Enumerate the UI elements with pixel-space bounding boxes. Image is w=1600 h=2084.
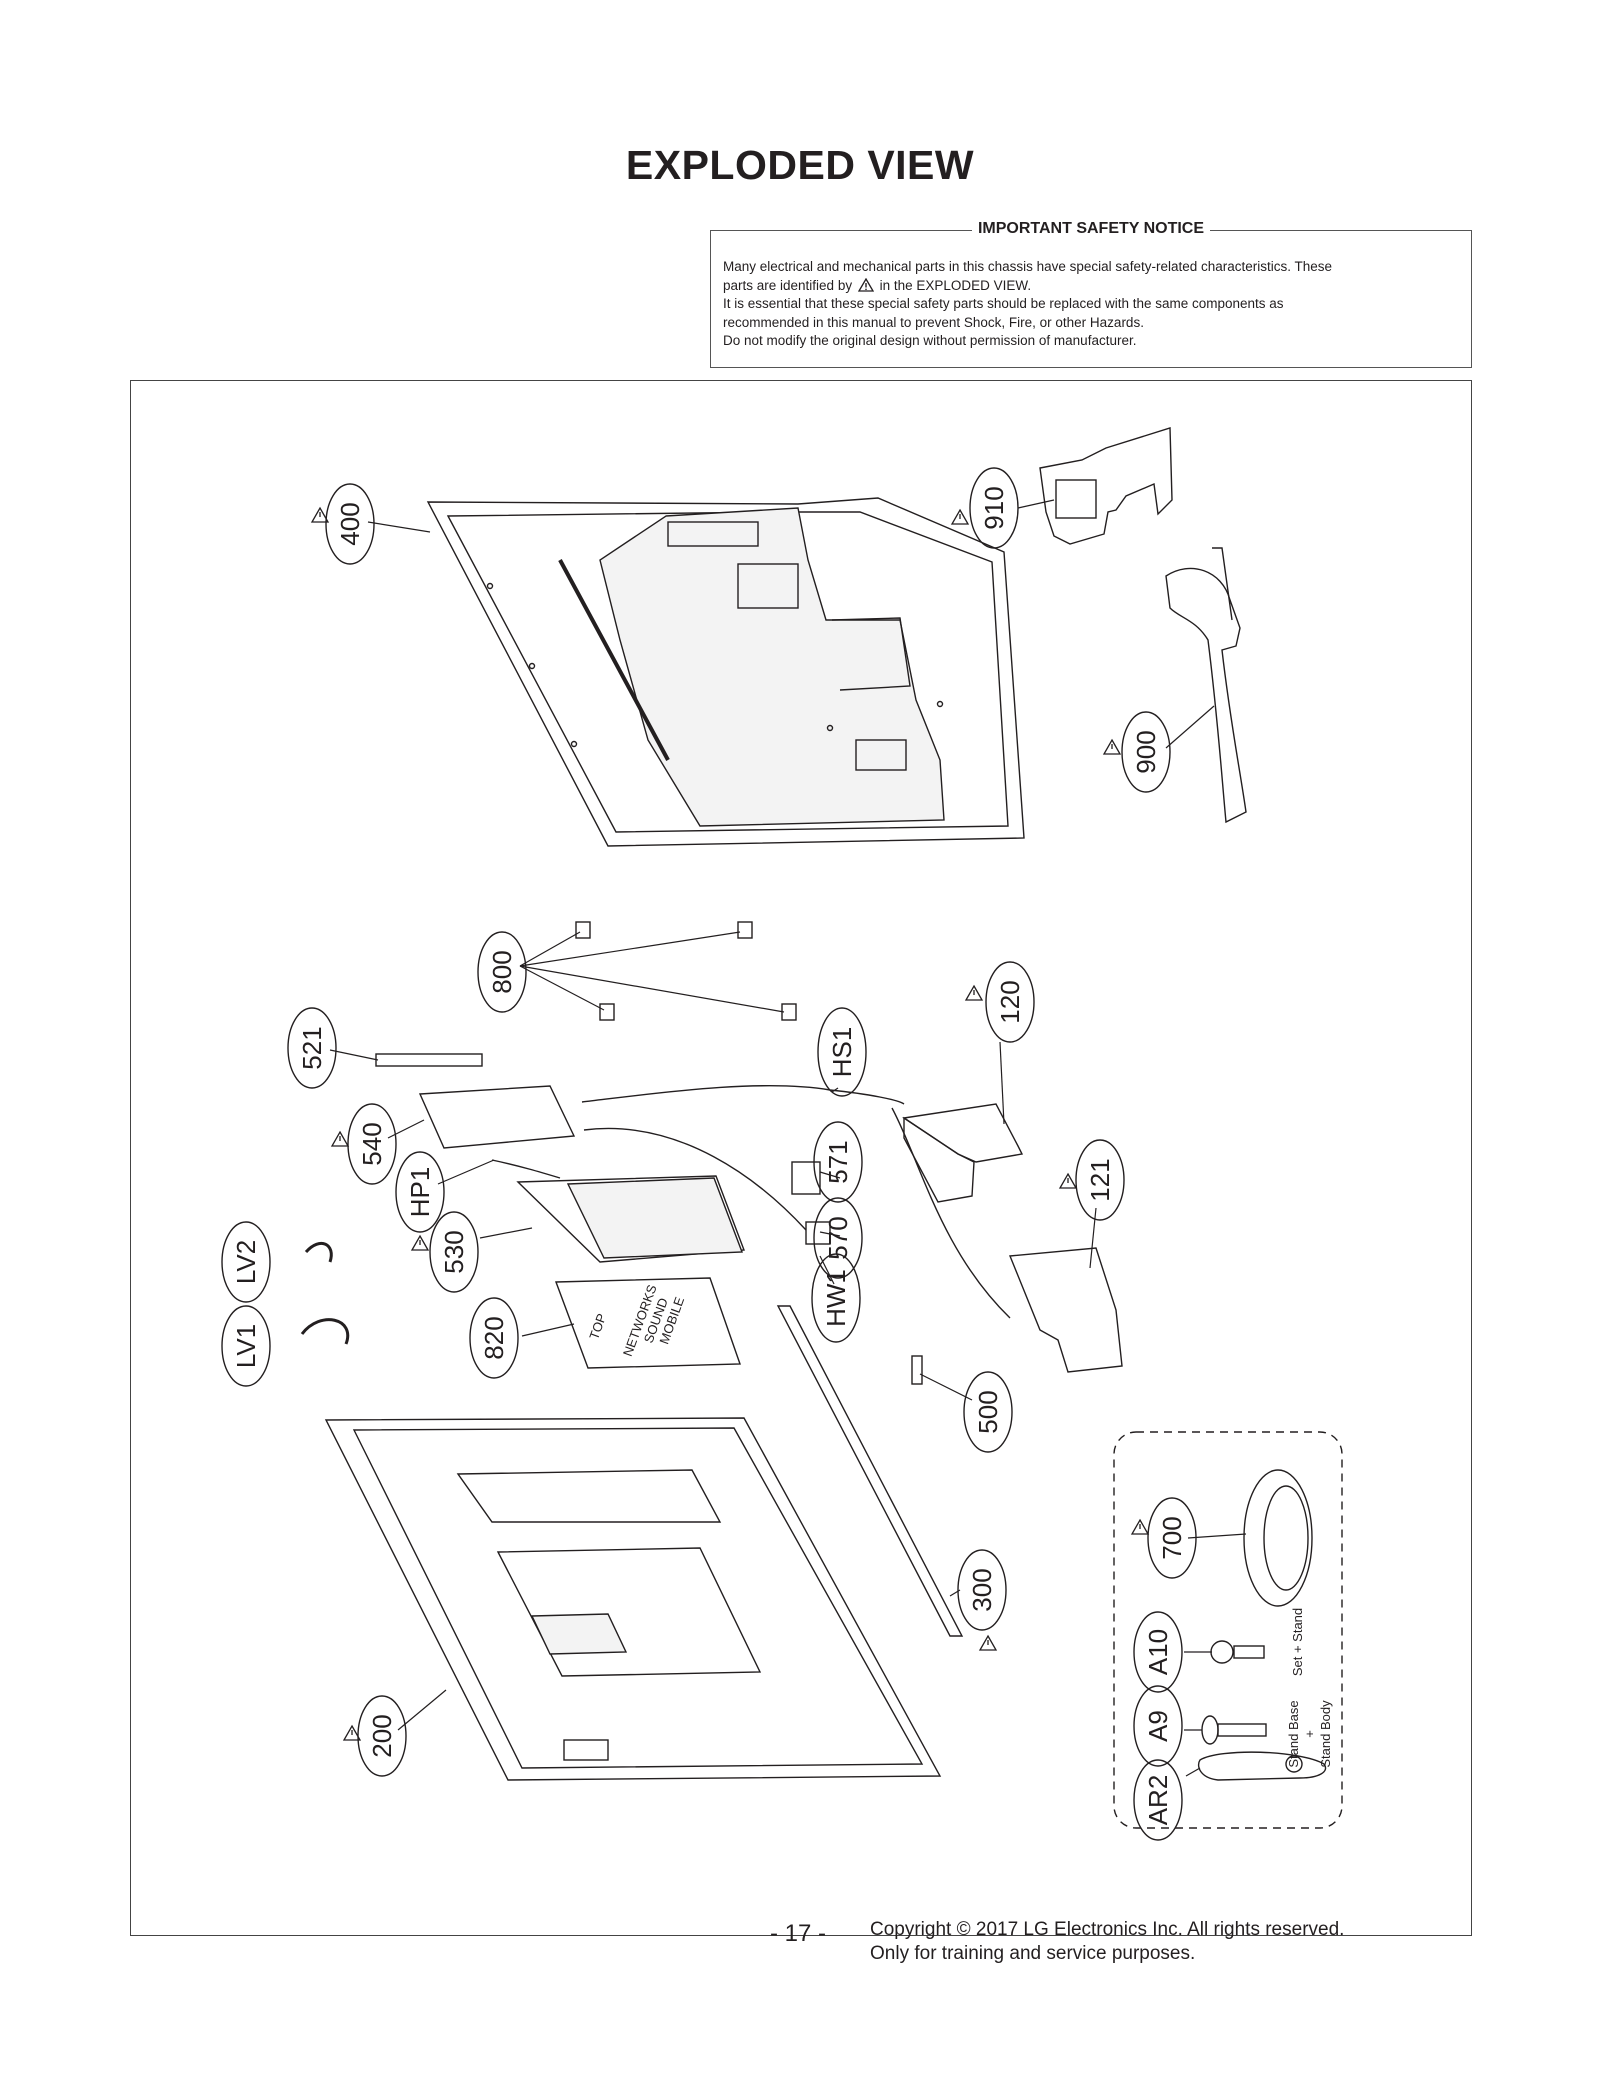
led-bar-drawing bbox=[776, 1305, 964, 1637]
notice-line-3: It is essential that these special safet… bbox=[723, 296, 1284, 311]
note-stand-base: Stand Base bbox=[1286, 1700, 1301, 1767]
part-label-400: 400 bbox=[335, 502, 365, 545]
speaker-121-drawing bbox=[1008, 1247, 1123, 1373]
board-571-drawing bbox=[791, 1161, 821, 1195]
warning-triangle-icon bbox=[310, 506, 330, 523]
stand-neck-drawing bbox=[1039, 427, 1173, 545]
page-title: EXPLODED VIEW bbox=[625, 142, 975, 188]
part-500-drawing bbox=[911, 1355, 923, 1385]
note-set-stand: Set + Stand bbox=[1290, 1608, 1305, 1676]
warning-triangle-icon bbox=[330, 1130, 350, 1147]
notice-line-1: Many electrical and mechanical parts in … bbox=[723, 259, 1333, 274]
cable-hw1 bbox=[583, 1127, 807, 1231]
part-label-hw1: HW1 bbox=[821, 1269, 851, 1327]
label-bubbles bbox=[221, 467, 1197, 1841]
part-label-hs1: HS1 bbox=[827, 1027, 857, 1078]
part-label-200: 200 bbox=[367, 1714, 397, 1757]
notice-line-2: parts are identified by in the EXPLODED … bbox=[723, 277, 1032, 293]
warning-triangle-icon bbox=[342, 1724, 362, 1741]
power-cord-drawing bbox=[1243, 1469, 1313, 1607]
part-label-570: 570 bbox=[823, 1216, 853, 1259]
warning-triangle-icon bbox=[857, 277, 874, 292]
note-stand-body: Stand Body bbox=[1318, 1700, 1333, 1768]
key-board-drawing bbox=[375, 1053, 483, 1067]
part-label-lv1: LV1 bbox=[231, 1324, 261, 1368]
part-label-910: 910 bbox=[979, 486, 1009, 529]
frame-chassis-drawing bbox=[324, 1417, 942, 1781]
cable-lv1 bbox=[300, 1318, 350, 1345]
warning-triangle-icon bbox=[1102, 738, 1122, 755]
cable-lv2 bbox=[304, 1241, 333, 1263]
copyright-line-1: Copyright © 2017 LG Electronics Inc. All… bbox=[870, 1919, 1345, 1940]
part-label-lv2: LV2 bbox=[231, 1240, 261, 1284]
cable-hp1 bbox=[491, 1159, 561, 1179]
stand-body-drawing bbox=[1165, 567, 1247, 824]
part-label-a10: A10 bbox=[1143, 1629, 1173, 1675]
notice-line-5: Do not modify the original design withou… bbox=[723, 333, 1137, 348]
screw-a9-drawing bbox=[1201, 1715, 1267, 1745]
power-board-drawing bbox=[516, 1175, 745, 1263]
board-570-drawing bbox=[805, 1221, 831, 1245]
part-label-571: 571 bbox=[823, 1140, 853, 1183]
notice-line-4: recommended in this manual to prevent Sh… bbox=[723, 314, 1144, 330]
back-cover-drawing bbox=[426, 497, 1025, 847]
remote-control-drawing bbox=[1197, 1751, 1327, 1781]
warning-triangle-icon bbox=[978, 1634, 998, 1651]
insulator-sheet-drawing bbox=[555, 1277, 741, 1369]
part-label-a9: A9 bbox=[1143, 1710, 1173, 1742]
warning-triangle-icon bbox=[410, 1234, 430, 1251]
part-label-121: 121 bbox=[1085, 1158, 1115, 1201]
part-label-521: 521 bbox=[297, 1026, 327, 1069]
part-label-820: 820 bbox=[479, 1316, 509, 1359]
warning-triangle-icon bbox=[964, 984, 984, 1001]
part-label-300: 300 bbox=[967, 1568, 997, 1611]
part-label-ar2: AR2 bbox=[1143, 1775, 1173, 1826]
safety-marks bbox=[310, 506, 1150, 1741]
clips-drawing bbox=[575, 921, 797, 1021]
sheet-top-label: TOP bbox=[586, 1311, 609, 1341]
part-label-500: 500 bbox=[973, 1390, 1003, 1433]
part-label-900: 900 bbox=[1131, 730, 1161, 773]
cable-hs1 bbox=[581, 1084, 905, 1105]
part-label-800: 800 bbox=[487, 950, 517, 993]
diagram-frame bbox=[130, 380, 1472, 1936]
page-number: - 17 - bbox=[770, 1920, 827, 1947]
speaker-120-drawing bbox=[902, 1103, 1024, 1203]
part-label-hp1: HP1 bbox=[405, 1167, 435, 1218]
leader-lines bbox=[329, 499, 1247, 1777]
note-plus: + bbox=[1302, 1730, 1317, 1738]
main-board-drawing bbox=[418, 1085, 576, 1149]
warning-triangle-icon bbox=[1058, 1172, 1078, 1189]
copyright-line-2: Only for training and service purposes. bbox=[870, 1943, 1196, 1964]
screw-a10-drawing bbox=[1210, 1640, 1265, 1664]
safety-notice-body: Many electrical and mechanical parts in … bbox=[723, 258, 1457, 351]
warning-triangle-icon bbox=[950, 508, 970, 525]
safety-notice-box: IMPORTANT SAFETY NOTICE Many electrical … bbox=[710, 220, 1472, 368]
accessory-box bbox=[1113, 1431, 1343, 1829]
part-label-700: 700 bbox=[1157, 1516, 1187, 1559]
part-label-120: 120 bbox=[995, 980, 1025, 1023]
safety-notice-heading: IMPORTANT SAFETY NOTICE bbox=[971, 220, 1211, 237]
warning-triangle-icon bbox=[1130, 1518, 1150, 1535]
footer-copyright: Copyright © 2017 LG Electronics Inc. All… bbox=[870, 1918, 1344, 1966]
part-label-540: 540 bbox=[357, 1122, 387, 1165]
part-label-530: 530 bbox=[439, 1230, 469, 1273]
